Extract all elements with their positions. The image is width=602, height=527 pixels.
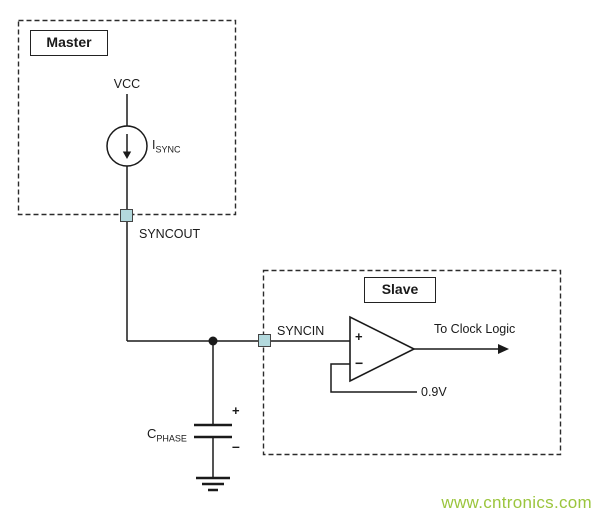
- watermark: www.cntronics.com: [441, 493, 592, 512]
- cphase-label: CPHASE: [147, 427, 187, 446]
- comparator-triangle: [349, 315, 416, 383]
- comparator-plus-input-label: +: [355, 329, 363, 344]
- syncin-label: SYNCIN: [277, 324, 325, 338]
- reference-voltage-label: 0.9V: [421, 385, 447, 399]
- wire-reference: [330, 363, 417, 393]
- cphase-symbol: C: [147, 426, 157, 441]
- output-arrow-icon: [498, 344, 509, 354]
- capacitor-minus-label: –: [232, 438, 240, 454]
- current-arrow-icon: [122, 151, 132, 159]
- isync-subscript: SYNC: [155, 144, 181, 155]
- isync-label: ISYNC: [152, 138, 181, 157]
- isync-symbol: I: [152, 138, 156, 152]
- slave-label: Slave: [364, 277, 436, 303]
- output-label: To Clock Logic: [434, 322, 516, 336]
- vcc-label: VCC: [113, 77, 141, 91]
- syncout-pad: [120, 209, 133, 222]
- syncin-pad: [258, 334, 271, 347]
- cphase-subscript: PHASE: [156, 433, 187, 444]
- slave-region: [262, 269, 562, 456]
- capacitor-plus-label: +: [232, 403, 240, 418]
- master-label: Master: [30, 30, 108, 56]
- syncout-label: SYNCOUT: [139, 227, 201, 241]
- comparator-minus-input-label: −: [355, 355, 364, 371]
- master-region: [17, 19, 237, 216]
